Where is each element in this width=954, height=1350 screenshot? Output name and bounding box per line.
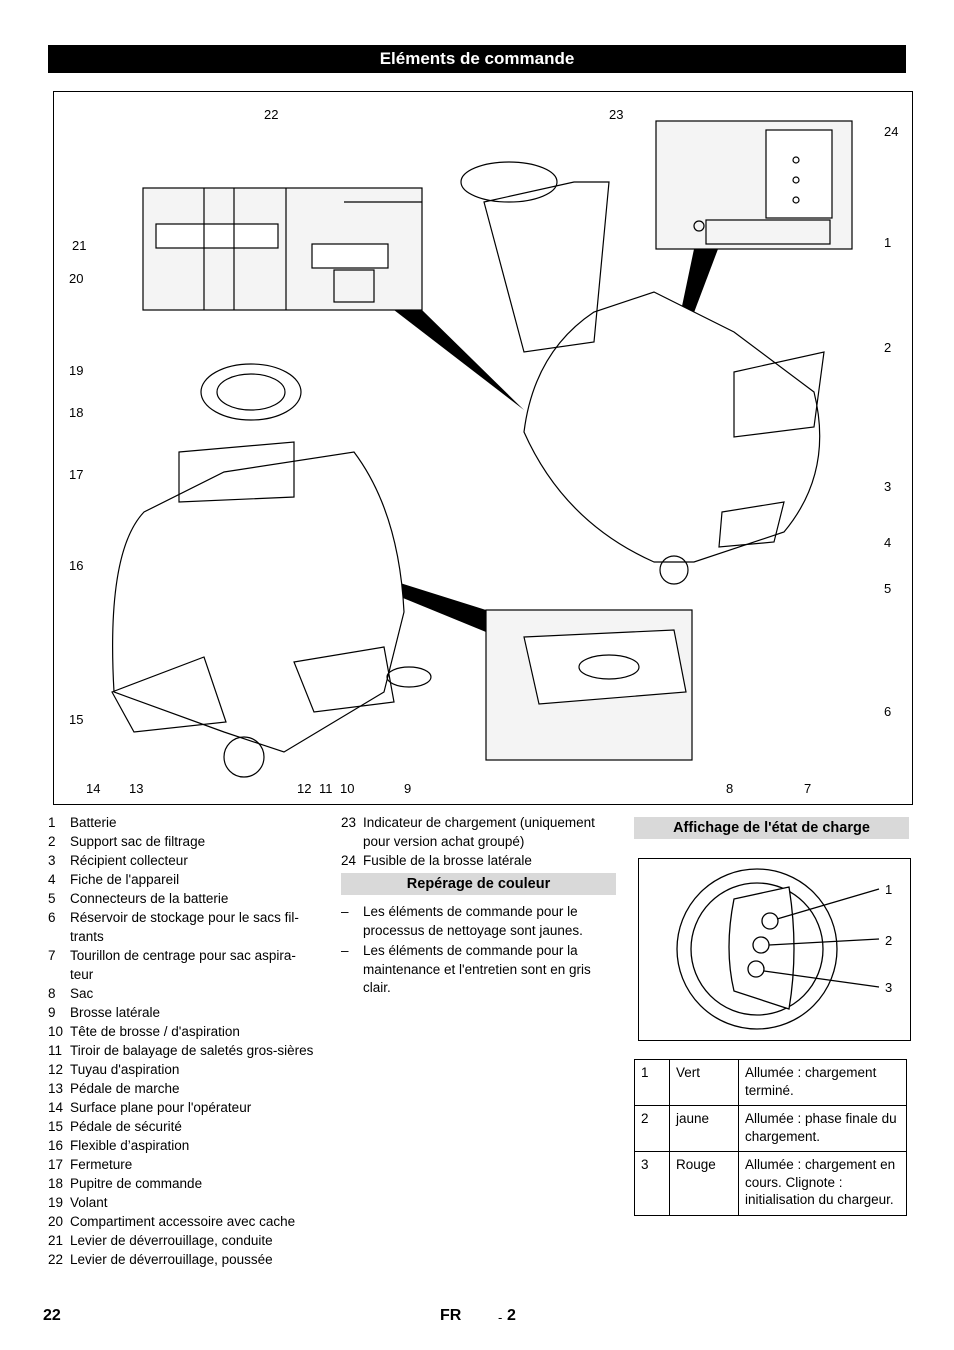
callout-7: 7	[804, 781, 812, 796]
list-item: –Les éléments de commande pour le proces…	[341, 904, 583, 938]
callout-13: 13	[129, 781, 144, 796]
callout-19: 19	[69, 363, 84, 378]
callout-15: 15	[69, 712, 84, 727]
callout-5: 5	[884, 581, 892, 596]
list-item: –Les éléments de commande pour la mainte…	[341, 943, 591, 995]
page-title: Eléments de commande	[48, 45, 906, 73]
callout-24: 24	[884, 124, 899, 139]
page-number: 22	[43, 1307, 61, 1324]
charge-callout-3: 3	[885, 980, 893, 995]
callout-14: 14	[86, 781, 101, 796]
table-row: 3 Rouge Allumée : chargement en cours. C…	[634, 1151, 907, 1216]
callout-23: 23	[609, 107, 624, 122]
footer-separator: -	[498, 1310, 503, 1325]
table-row: 1 Vert Allumée : chargement terminé.	[634, 1059, 907, 1106]
callout-12: 12	[297, 781, 312, 796]
callout-16: 16	[69, 558, 84, 573]
callout-1: 1	[884, 235, 892, 250]
charge-indicator-illustration: 1 2 3	[638, 858, 911, 1041]
callout-22: 22	[264, 107, 279, 122]
callout-4: 4	[884, 535, 892, 550]
callout-6: 6	[884, 704, 892, 719]
charge-indicator-drawing	[676, 868, 880, 1030]
callout-3: 3	[884, 479, 892, 494]
callout-2: 2	[884, 340, 892, 355]
callout-21: 21	[72, 238, 87, 253]
table-row: 2 jaune Allumée : phase finale du charge…	[634, 1105, 907, 1152]
callout-11: 11	[319, 781, 333, 796]
callout-8: 8	[726, 781, 734, 796]
callout-9: 9	[404, 781, 412, 796]
color-section-list: –Les éléments de commande pour le proces…	[341, 903, 616, 1000]
callout-20: 20	[69, 271, 84, 286]
charge-section-title: Affichage de l'état de charge	[634, 817, 909, 839]
color-section-title: Repérage de couleur	[341, 873, 616, 895]
machine-illustration: 22 23 24 21 20 1 2 19 18 17 3 4 16 5 6 1…	[53, 91, 913, 805]
machine-drawing	[111, 120, 853, 778]
charge-callout-1: 1	[885, 882, 893, 897]
charge-callout-2: 2	[885, 933, 893, 948]
sub-page-number: 2	[507, 1307, 516, 1324]
callout-10: 10	[340, 781, 355, 796]
language-code: FR	[440, 1307, 462, 1324]
charge-status-table: 1 Vert Allumée : chargement terminé. 2 j…	[634, 1059, 907, 1216]
callout-17: 17	[69, 467, 84, 482]
callout-18: 18	[69, 405, 84, 420]
